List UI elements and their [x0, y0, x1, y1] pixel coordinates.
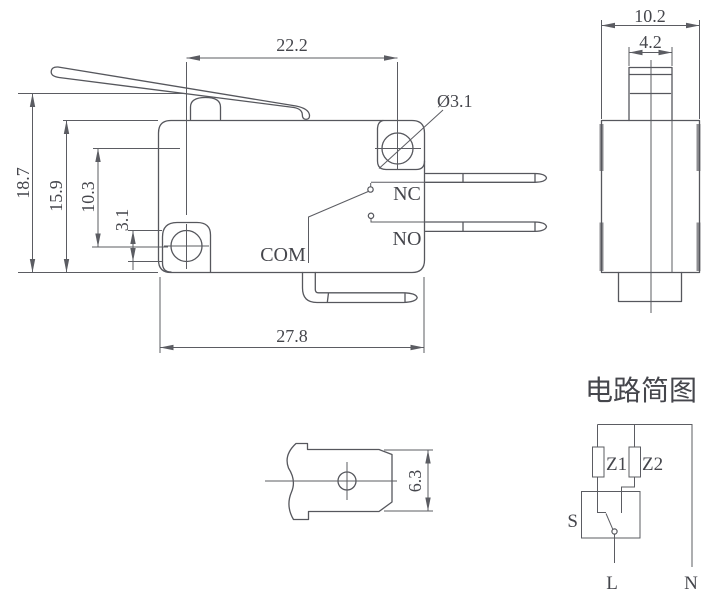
circuit-title: 电路简图: [585, 375, 697, 407]
side-plunger: [628, 66, 673, 122]
com-terminal-blade: [301, 271, 418, 304]
s-label: S: [567, 511, 578, 532]
internal-contact-lines: [308, 181, 425, 263]
side-body-outline: [600, 119, 701, 274]
side-bottom-block: [617, 271, 683, 303]
circuit-diagram: 电路简图 Z1 Z2 S L N: [567, 375, 698, 594]
nc-terminal-blade: [424, 172, 548, 183]
z1-label: Z1: [606, 454, 627, 475]
dim-hole-spacing: 22.2: [276, 35, 308, 55]
terminal-outline: [286, 442, 393, 521]
dim-body-height: 15.9: [46, 180, 66, 212]
hole-diameter-label: Ø3.1: [437, 91, 473, 111]
no-terminal-blade: [424, 221, 548, 233]
circuit-wires: [597, 424, 693, 567]
side-view: 10.2 4.2: [599, 6, 701, 313]
impedance-z1: [592, 446, 605, 478]
terminal-detail-view: 6.3: [265, 442, 433, 521]
lever-arm: [50, 66, 311, 121]
right-hole-boss: [376, 119, 426, 171]
com-label: COM: [260, 244, 306, 266]
no-label: NO: [393, 228, 422, 250]
no-contact-point: [367, 212, 375, 220]
side-extension-lines: [601, 20, 700, 119]
dim-hole-height: 3.1: [112, 209, 132, 232]
side-shading-strip: [696, 124, 701, 171]
impedance-z2: [628, 446, 641, 478]
nc-contact-point: [367, 186, 374, 193]
dim-hole-offset: 10.3: [78, 181, 98, 213]
left-hole-boss: [161, 221, 212, 273]
front-view: 22.2 18.7 15.9 10.3 3.1 27.8 Ø3.1 NC NO …: [13, 35, 548, 353]
n-label: N: [684, 573, 698, 594]
hole-diameter-leader: [378, 109, 444, 169]
switch-body-outline: [157, 119, 426, 274]
terminal-crosshair: [265, 462, 397, 500]
dim-side-width: 10.2: [634, 6, 666, 26]
z2-label: Z2: [642, 454, 663, 475]
dim-total-height: 18.7: [13, 167, 33, 199]
plunger-dome: [189, 96, 222, 121]
front-extension-lines: [18, 62, 425, 353]
nc-label: NC: [393, 183, 421, 205]
terminal-extension-lines: [384, 449, 433, 512]
dim-blade-width: 6.3: [405, 470, 425, 493]
dim-body-width: 27.8: [276, 326, 308, 346]
l-label: L: [606, 573, 618, 594]
dim-plunger-width: 4.2: [639, 32, 662, 52]
switch-box: [581, 491, 641, 539]
side-shading-strip: [696, 222, 701, 271]
switch-pivot-point: [611, 528, 618, 535]
